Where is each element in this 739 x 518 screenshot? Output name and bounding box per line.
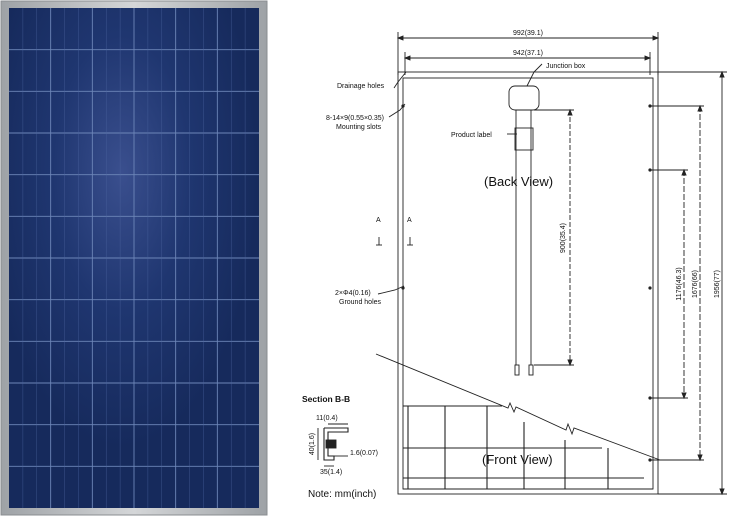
label-front-view: (Front View) (482, 452, 553, 467)
section-title: Section B-B (302, 394, 350, 404)
junction-box (508, 85, 540, 111)
product-label (514, 127, 534, 151)
section-dim-height: 40(1.6) (309, 433, 316, 455)
dim-mount-spacing-1: 1176(46.3) (676, 267, 683, 300)
panel-outline (397, 71, 659, 495)
dim-cable-length: 900(35.4) (560, 223, 567, 253)
cell-grid (9, 8, 259, 508)
label-ground-holes: Ground holes (339, 299, 382, 306)
label-section-a-right: A (407, 217, 412, 224)
dim-overall-height: 1956(77) (714, 270, 721, 298)
frame-section-profile (323, 427, 349, 461)
section-dim-lip: 11(0.4) (316, 415, 338, 422)
label-mounting-slots-spec: 8-14×9(0.55×0.35) (326, 115, 384, 122)
label-product-label: Product label (451, 132, 492, 139)
note-units: Note: mm(inch) (308, 489, 376, 500)
dim-inner-width: 942(37.1) (513, 50, 543, 57)
technical-drawing: 992(39.1) 942(37.1) Drainage holes 8-14×… (302, 30, 727, 500)
section-dim-thickness: 1.6(0.07) (350, 450, 378, 457)
section-dim-base: 35(1.4) (320, 469, 342, 476)
label-back-view: (Back View) (484, 174, 553, 189)
label-junction-box: Junction box (546, 63, 586, 70)
break-line (375, 353, 661, 461)
dim-overall-width: 992(39.1) (513, 30, 543, 37)
label-mounting-slots: Mounting slots (336, 124, 382, 131)
label-drainage-holes: Drainage holes (337, 83, 385, 90)
solar-panel-photo (0, 0, 268, 516)
label-section-a-left: A (376, 217, 381, 224)
dim-mount-spacing-2: 1676(66) (692, 270, 699, 298)
label-ground-holes-spec: 2×Φ4(0.16) (335, 290, 371, 297)
